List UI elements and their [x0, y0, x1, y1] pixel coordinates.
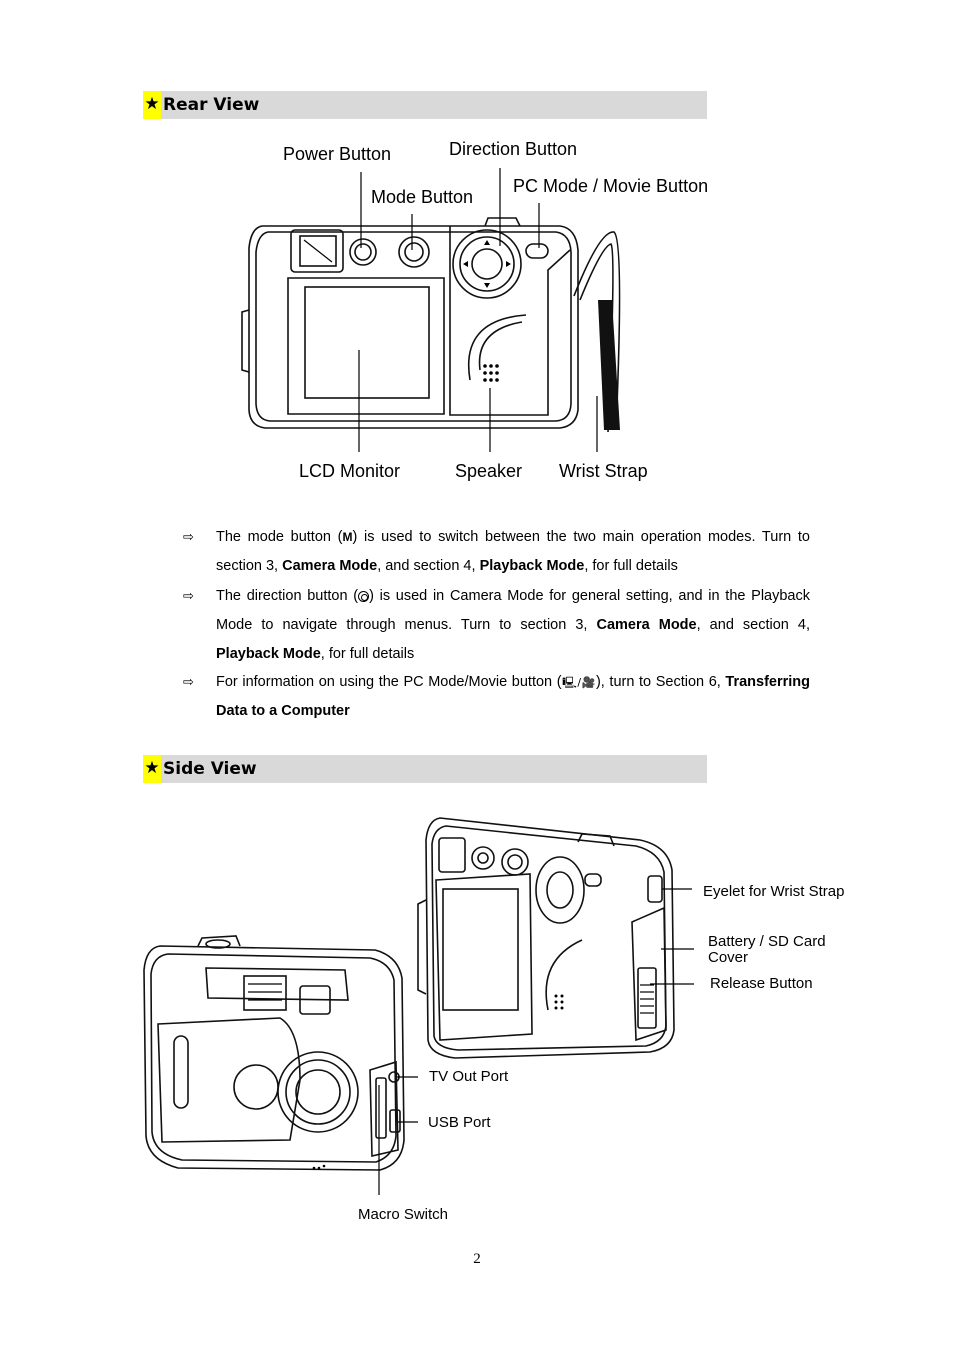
macro-switch-label: Macro Switch [358, 1206, 449, 1223]
wrist-strap-label: Wrist Strap [559, 461, 648, 481]
power-button-label: Power Button [283, 144, 392, 164]
pc-movie-icon: 🖳/🎥 [561, 676, 596, 689]
mode-m-icon: M [342, 530, 353, 544]
bullet-arrow-icon: ⇨ [183, 589, 194, 604]
bullet-arrow-icon: ⇨ [183, 675, 194, 690]
page-number: 2 [473, 1251, 481, 1267]
bullet-pc-mode-button: For information on using the PC Mode/Mov… [216, 674, 811, 719]
speaker-label: Speaker [455, 461, 523, 481]
usb-port-label: USB Port [428, 1114, 491, 1131]
bullet-direction-button: The direction button () is used in Camer… [216, 588, 811, 662]
star-icon: ★ [143, 91, 161, 119]
battery-cover-label: Battery / SD Card Cover [708, 933, 826, 966]
release-button-label: Release Button [710, 975, 813, 992]
direction-pad-icon [358, 591, 370, 602]
rear-view-title: Rear View [163, 95, 260, 115]
pc-mode-movie-button-label: PC Mode / Movie Button [513, 176, 709, 196]
tv-out-port-label: TV Out Port [429, 1068, 509, 1085]
eyelet-label: Eyelet for Wrist Strap [703, 883, 845, 900]
side-view-title: Side View [163, 759, 257, 779]
direction-button-label: Direction Button [449, 139, 578, 159]
rear-view-header: ★ Rear View [143, 91, 707, 119]
bullet-arrow-icon: ⇨ [183, 530, 194, 545]
side-view-header: ★ Side View [143, 755, 707, 783]
mode-button-label: Mode Button [371, 187, 474, 207]
lcd-monitor-label: LCD Monitor [299, 461, 401, 481]
rear-camera-illustration [241, 168, 621, 452]
star-icon: ★ [143, 755, 161, 783]
bullet-mode-button: The mode button (M) is used to switch be… [216, 529, 810, 574]
